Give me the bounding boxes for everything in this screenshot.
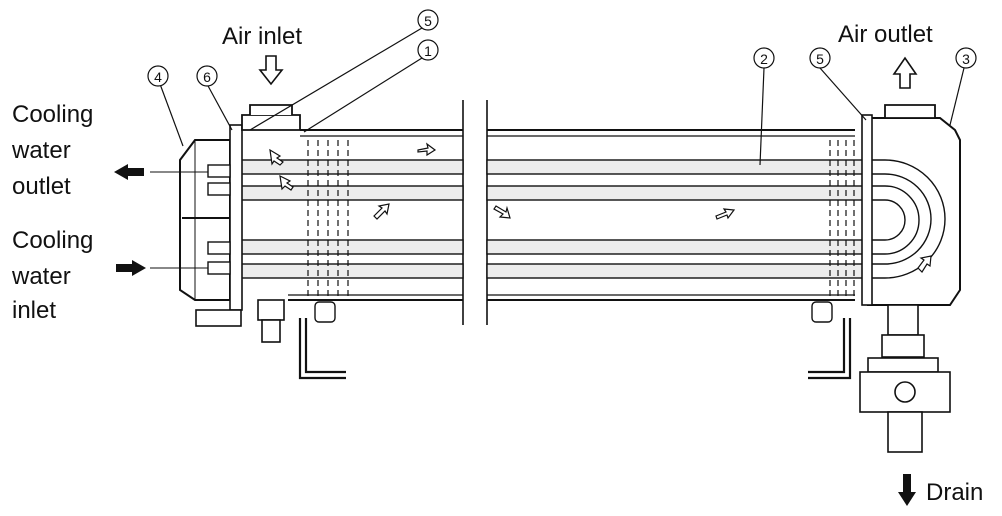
right-tube-sheet: [861, 114, 873, 306]
left-support-leg: [298, 318, 346, 380]
right-support-bolt: [811, 301, 833, 323]
cooling-water-inlet-label-line1: Cooling: [12, 227, 93, 254]
air-inlet-arrow: [258, 55, 284, 86]
left-end-cover: [179, 139, 231, 301]
shell-body: [288, 129, 855, 301]
callout-4: 4: [154, 69, 162, 85]
callout-6: 6: [203, 69, 211, 85]
cooling-water-outlet-label-line3: outlet: [12, 173, 71, 200]
callout-5-right: 5: [816, 51, 824, 67]
air-outlet-arrow: [892, 56, 918, 89]
air-outlet-nozzle: [884, 104, 936, 119]
right-support-leg: [808, 318, 852, 380]
left-support-bolt: [314, 301, 336, 323]
internal-flow-arrows: [269, 142, 932, 273]
left-bottom-fitting: [195, 299, 285, 343]
baffles-left: [307, 140, 349, 296]
cooling-water-outlet-arrow: [114, 164, 144, 180]
air-outlet-label: Air outlet: [838, 21, 933, 48]
cooling-water-inlet-label-line2: water: [11, 263, 71, 290]
air-inlet-nozzle: [241, 104, 301, 131]
break-lines: [462, 100, 488, 325]
callout-leaders: [159, 27, 965, 166]
air-inlet-label: Air inlet: [222, 23, 302, 50]
drain-valve: [859, 304, 951, 453]
water-leader-lines: [150, 171, 208, 269]
left-tube-sheet: [229, 124, 243, 311]
cooling-water-inlet-label-line3: inlet: [12, 297, 56, 324]
callout-3: 3: [962, 51, 970, 67]
callout-5-left: 5: [424, 13, 432, 29]
u-bend-tubes: [867, 159, 946, 279]
cooling-water-outlet-label-line1: Cooling: [12, 101, 93, 128]
cooling-water-outlet-label-line2: water: [11, 137, 71, 164]
callout-1: 1: [424, 43, 432, 59]
callout-circles: [147, 9, 977, 87]
cooling-water-inlet-arrow: [116, 260, 146, 276]
left-cover-nozzles: [207, 164, 231, 275]
callout-2: 2: [760, 51, 768, 67]
right-end-cover: [867, 117, 961, 306]
drain-arrow: [898, 474, 916, 506]
drain-label: Drain: [926, 479, 983, 506]
callout-numbers: 5 1 2 5 3 4 6: [154, 13, 970, 85]
tube-bundle: [239, 159, 868, 279]
baffles-right: [829, 140, 855, 296]
